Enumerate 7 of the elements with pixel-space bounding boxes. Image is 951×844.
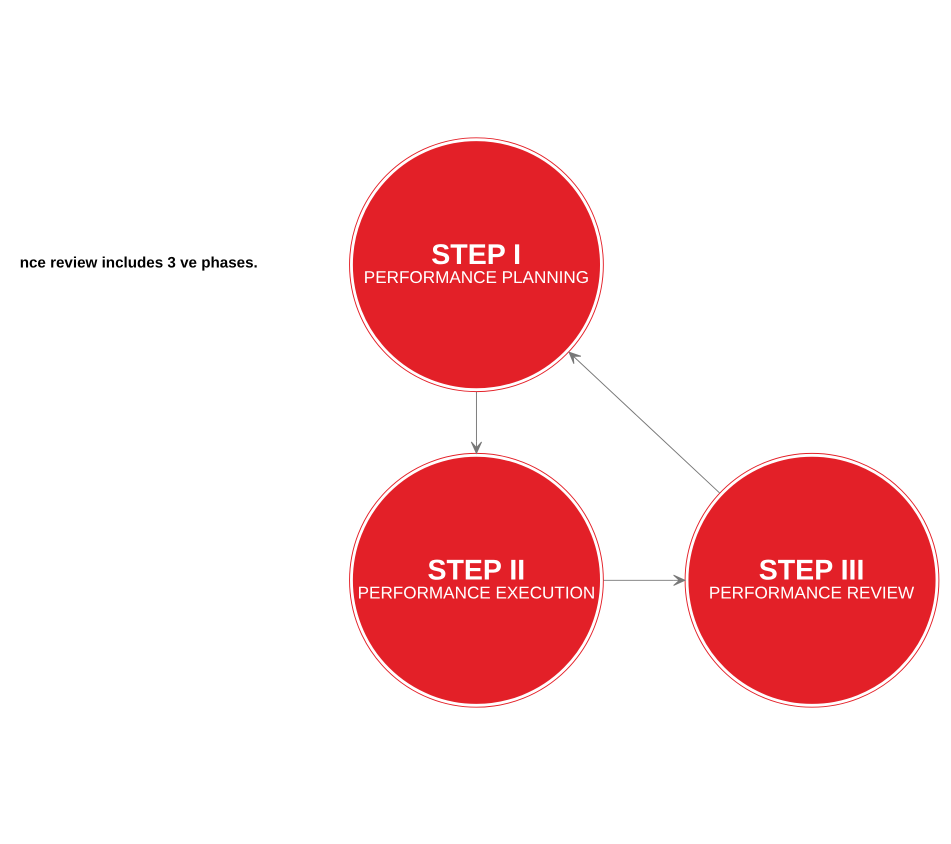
node-circle: STEP II PERFORMANCE EXECUTION	[349, 452, 604, 708]
arrow	[568, 351, 720, 494]
label: nce review includes 3 ve phases.	[20, 254, 258, 271]
node-circle: STEP III PERFORMANCE REVIEW	[684, 452, 940, 708]
arrow	[470, 390, 482, 454]
arrow	[603, 574, 686, 586]
node-circle: STEP I PERFORMANCE PLANNING	[349, 136, 604, 392]
